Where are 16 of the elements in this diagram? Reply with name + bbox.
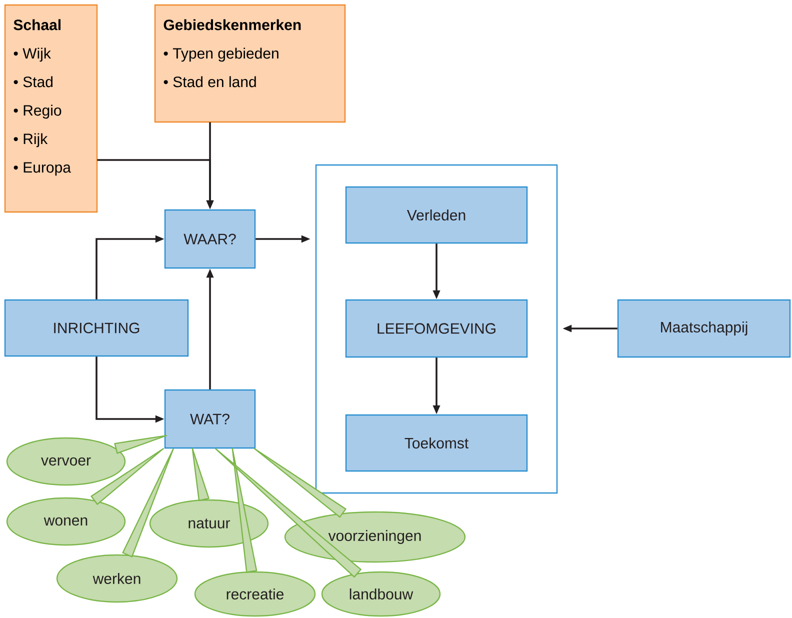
callout-tail [122, 448, 174, 558]
process-box: WAT? [164, 389, 256, 449]
callout-tail [90, 448, 164, 505]
process-box: Maatschappij [617, 299, 791, 358]
process-box: LEEFOMGEVING [345, 299, 528, 358]
callout-tail [254, 448, 346, 518]
list-box: Schaal • Wijk • Stad • Regio • Rijk • Europa [4, 4, 98, 213]
process-box: Toekomst [345, 414, 528, 472]
process-box: INRICHTING [4, 299, 189, 357]
process-box: WAAR? [164, 209, 256, 269]
callout-tail [214, 448, 362, 578]
process-box: Verleden [345, 186, 528, 244]
callout-tail [232, 448, 258, 573]
callout-tail [114, 434, 167, 454]
callout-tail [192, 448, 210, 502]
list-box: Gebiedskenmerken • Typen gebieden • Stad en land [154, 4, 346, 123]
